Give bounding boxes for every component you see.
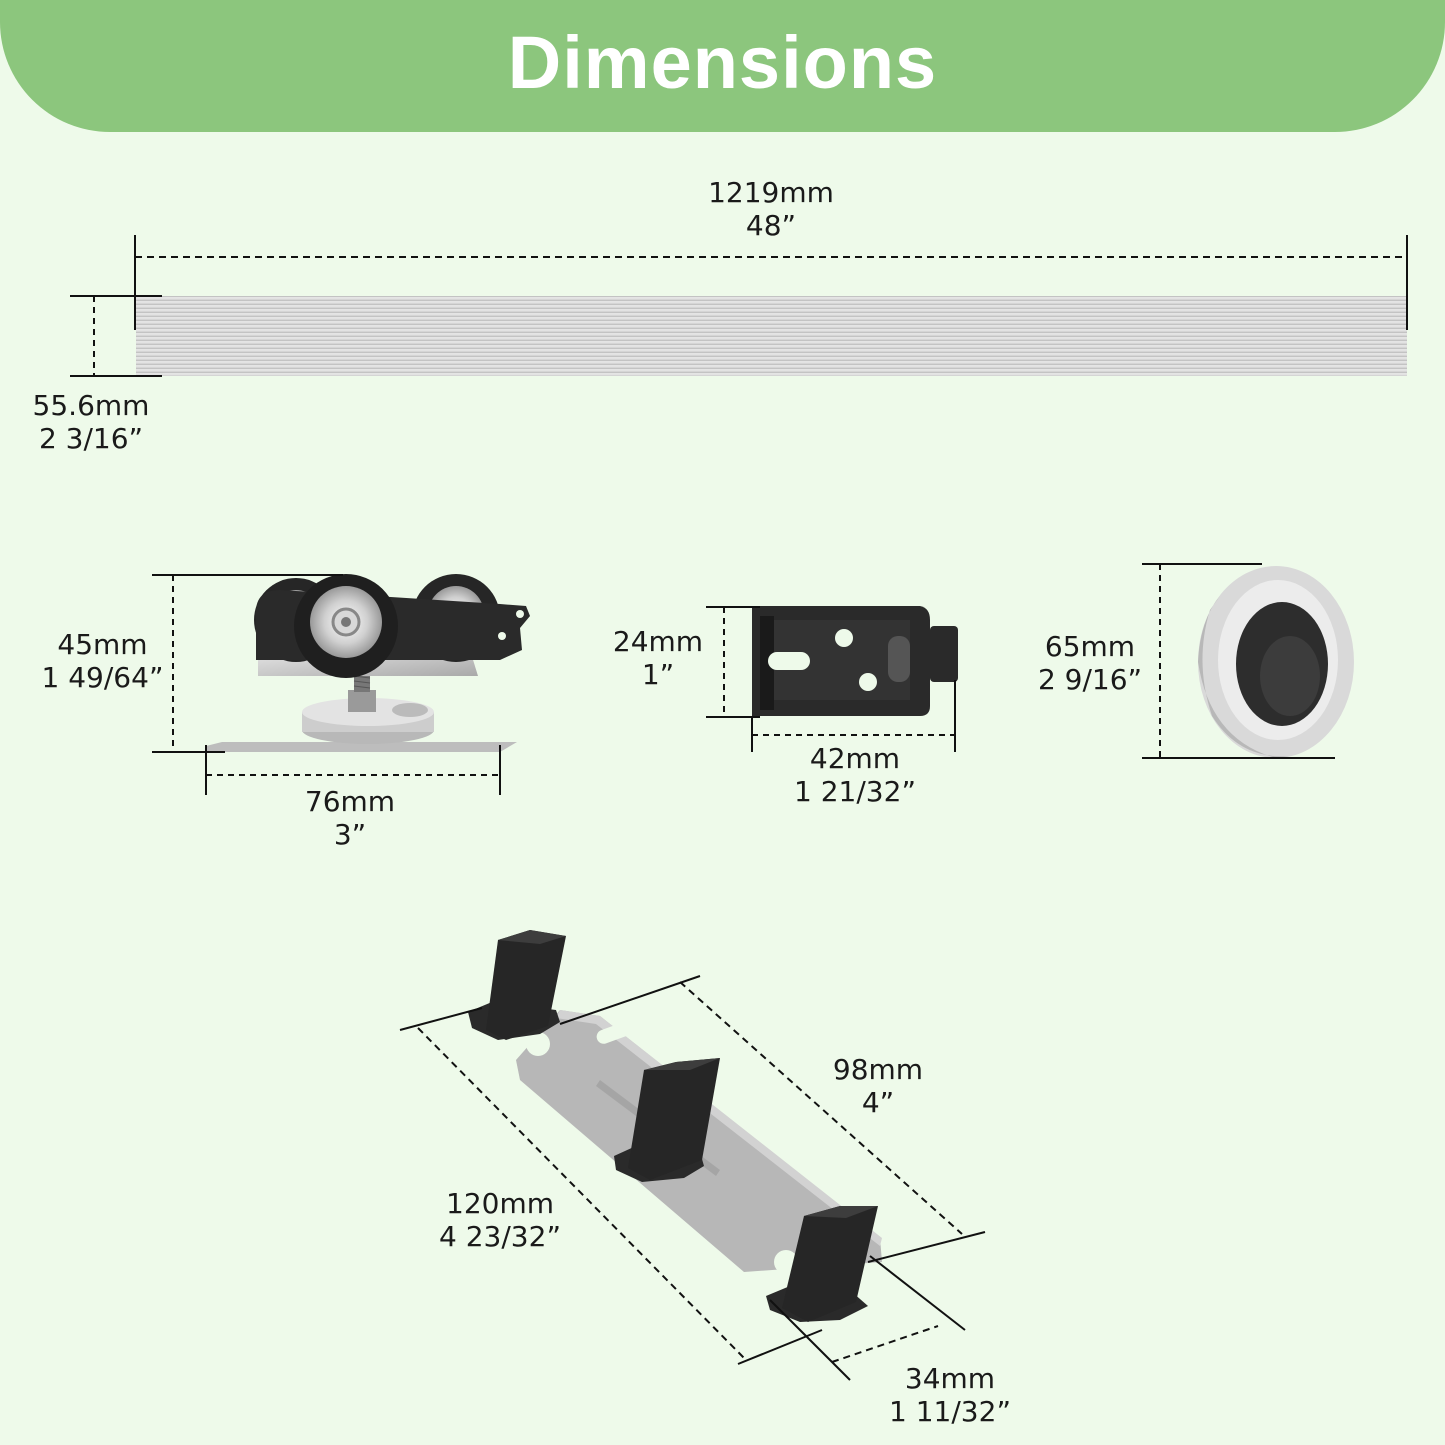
- guide-width-line: [831, 1325, 939, 1363]
- guide-width-label: 34mm 1 11/32”: [889, 1362, 1011, 1428]
- handle-group: [1142, 563, 1354, 759]
- guide-length-label: 120mm 4 23/32”: [439, 1187, 561, 1253]
- track-rail: [136, 296, 1407, 376]
- page-title: Dimensions: [507, 20, 938, 104]
- roller-height-label: 45mm 1 49/64”: [41, 628, 164, 694]
- roller-width-label: 76mm 3”: [304, 785, 396, 851]
- stopper-height-label: 24mm 1”: [612, 625, 704, 691]
- rail-height-label: 55.6mm 2 3/16”: [32, 389, 150, 455]
- handle-diameter-label: 65mm 2 9/16”: [1037, 630, 1143, 696]
- roller-group: [152, 574, 530, 795]
- guide-spacing-label: 98mm 4”: [832, 1053, 924, 1119]
- rail-length-label: 1219mm 48”: [708, 176, 834, 242]
- guide-spacing-line: [679, 981, 963, 1235]
- rail-group: [70, 235, 1408, 377]
- guide-length-line: [417, 1027, 747, 1361]
- guide-group: [399, 930, 986, 1381]
- title-banner: Dimensions: [0, 0, 1445, 132]
- roller-base-plate: [206, 742, 517, 752]
- stopper-group: [706, 606, 958, 752]
- stopper-width-label: 42mm 1 21/32”: [794, 742, 916, 808]
